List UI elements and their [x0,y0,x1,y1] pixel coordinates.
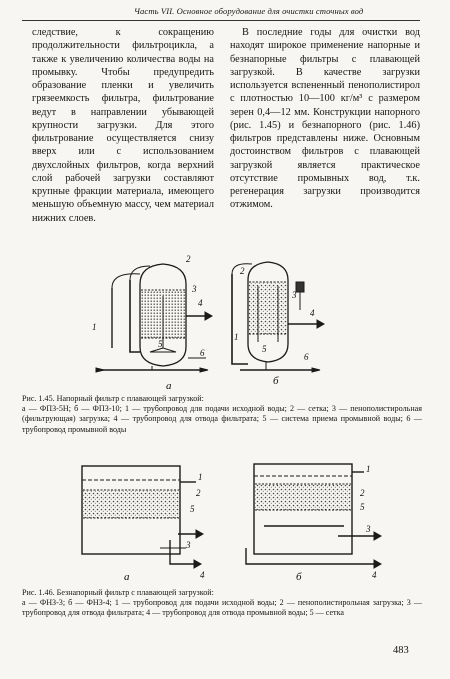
subfigure-a-label: а [166,380,172,392]
label-b-2: 2 [240,266,245,276]
label-b-4: 4 [372,570,377,580]
header-rule [22,20,420,21]
figure-1-45-legend: а — ФПЗ-5Н; б — ФПЗ-10; 1 — трубопровод … [22,404,422,434]
gravity-filter-a [81,465,205,569]
label-4: 4 [198,298,203,308]
figure-1-46-drawing: 1 2 5 3 4 а 1 2 5 3 4 б [81,463,383,583]
label-1: 1 [198,472,203,482]
figure-1-45-a-callouts: 2 3 4 1 5 6 а [92,254,205,392]
right-text-column: В последние годы для очистки вод находят… [230,26,420,212]
label-b-5: 5 [262,344,267,354]
label-b-4: 4 [310,308,315,318]
label-b-6: 6 [304,352,309,362]
figure-1-46-legend: а — ФНЗ-3; б — ФНЗ-4; 1 — трубопровод дл… [22,598,422,618]
right-paragraph: В последние годы для очистки вод находят… [230,27,420,211]
label-4: 4 [200,570,205,580]
label-b-3: 3 [365,524,371,534]
label-b-1: 1 [234,332,239,342]
subfigure-b-label: б [296,571,302,583]
figure-1-46-title: Рис. 1.46. Безнапорный фильтр с плавающе… [22,588,214,597]
label-5: 5 [158,339,163,349]
figure-1-45-title: Рис. 1.45. Напорный фильтр с плавающей з… [22,394,204,403]
pressure-filter-a [95,263,214,373]
label-2: 2 [186,254,191,264]
figure-1-46-a-callouts: 1 2 5 3 4 а [124,472,205,583]
label-3: 3 [185,540,191,550]
label-b-5: 5 [360,502,365,512]
label-2: 2 [196,488,201,498]
left-paragraph: следствие, к сокращению продолжительност… [32,27,214,224]
figure-1-46-caption: Рис. 1.46. Безнапорный фильтр с плавающе… [22,588,422,619]
label-b-3: 3 [291,290,297,300]
label-b-2: 2 [360,488,365,498]
subfigure-a-label: а [124,571,130,583]
pressure-filter-b [231,261,326,373]
figure-1-45-caption: Рис. 1.45. Напорный фильтр с плавающей з… [22,394,422,435]
figure-1-45-drawing: 2 3 4 1 5 6 а 2 3 [92,254,326,392]
page-number: 483 [393,645,409,656]
figure-1-46-b-callouts: 1 2 5 3 4 б [296,464,377,583]
running-head: Часть VII. Основное оборудование для очи… [134,6,364,16]
label-5: 5 [190,504,195,514]
subfigure-b-label: б [273,375,279,387]
figure-1-45-b-callouts: 2 3 4 1 5 6 б [234,266,315,387]
left-text-column: следствие, к сокращению продолжительност… [32,26,214,225]
label-b-1: 1 [366,464,371,474]
label-6: 6 [200,348,205,358]
label-1: 1 [92,322,97,332]
gravity-filter-b [245,463,383,569]
label-3: 3 [191,284,197,294]
